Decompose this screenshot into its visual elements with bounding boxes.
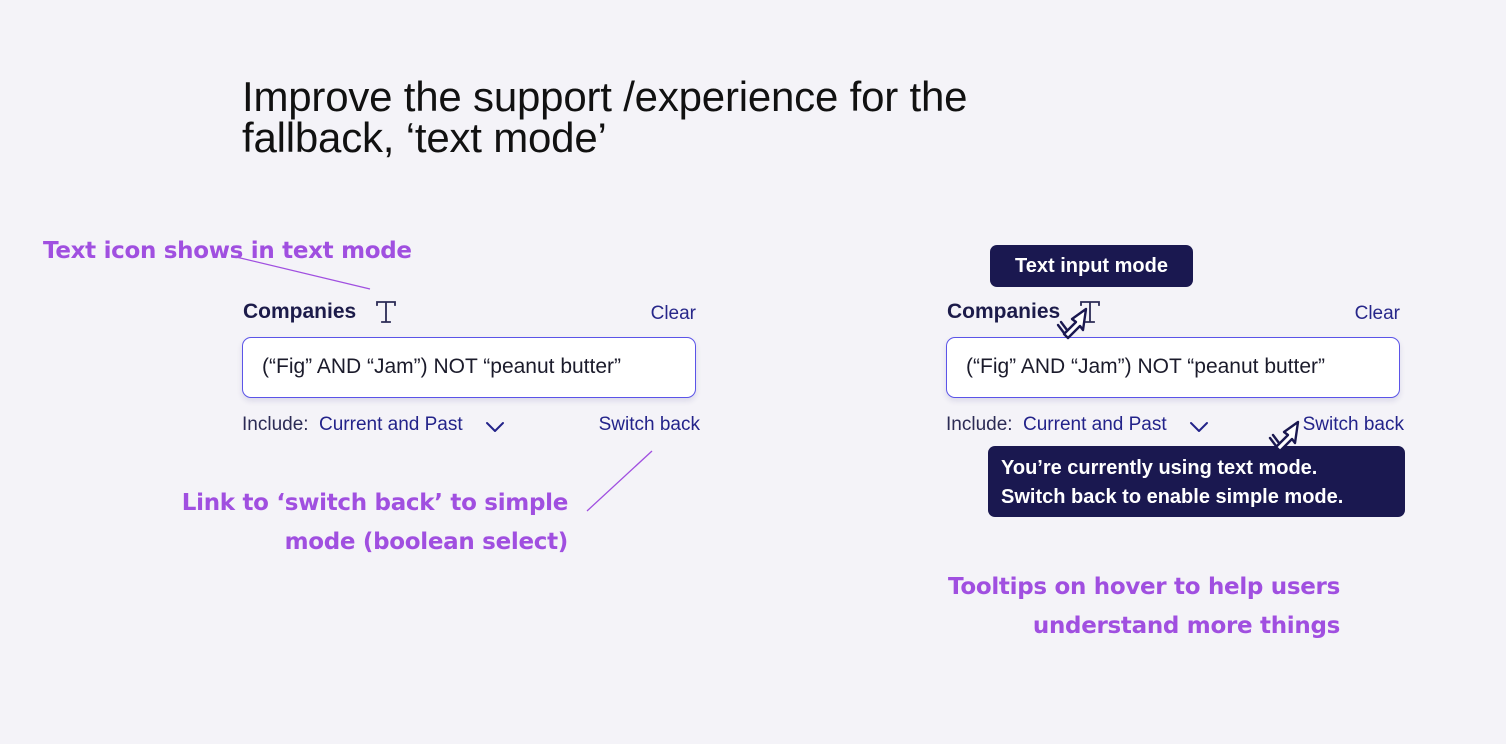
companies-filter-right: Companies Clear (“Fig” AND “Jam”) NOT “p… <box>946 296 1406 435</box>
clear-link[interactable]: Clear <box>1354 303 1400 324</box>
annotation-tooltips: Tooltips on hover to help users understa… <box>900 568 1340 646</box>
include-row: Include: Current and Past Switch back <box>946 414 1406 440</box>
companies-label: Companies <box>243 300 357 323</box>
include-row: Include: Current and Past Switch back <box>242 414 702 440</box>
hand-pointer-cursor-icon <box>1268 420 1300 453</box>
clear-link[interactable]: Clear <box>650 303 696 324</box>
include-dropdown[interactable]: Current and Past <box>1023 414 1167 435</box>
text-mode-icon[interactable] <box>1079 299 1101 325</box>
chevron-down-icon[interactable] <box>1189 420 1209 434</box>
annotation-line-switch-back <box>586 450 653 512</box>
page-title: Improve the support /experience for the … <box>242 73 1142 161</box>
annotation-switch-back-line-1: Link to ‘switch back’ to simple <box>181 490 569 516</box>
annotation-switch-back-line-2: mode (boolean select) <box>284 529 569 555</box>
include-label: Include: <box>242 414 309 435</box>
tooltip-switch-back-line-1: You’re currently using text mode. <box>1001 457 1318 479</box>
page-title-line-2: fallback, ‘text mode’ <box>242 114 607 161</box>
tooltip-text-input-mode: Text input mode <box>990 245 1193 287</box>
annotation-tooltips-line-1: Tooltips on hover to help users <box>948 574 1340 600</box>
include-label: Include: <box>946 414 1013 435</box>
include-dropdown[interactable]: Current and Past <box>319 414 463 435</box>
companies-text-input[interactable]: (“Fig” AND “Jam”) NOT “peanut butter” <box>242 337 696 398</box>
companies-text-input[interactable]: (“Fig” AND “Jam”) NOT “peanut butter” <box>946 337 1400 398</box>
chevron-down-icon[interactable] <box>485 420 505 434</box>
switch-back-link[interactable]: Switch back <box>598 414 700 435</box>
switch-back-link[interactable]: Switch back <box>1302 414 1404 435</box>
field-header: Companies Clear <box>946 296 1406 330</box>
hand-pointer-cursor-icon <box>1056 307 1088 340</box>
annotation-switch-back: Link to ‘switch back’ to simple mode (bo… <box>150 484 569 562</box>
text-mode-icon[interactable] <box>375 299 397 325</box>
tooltip-switch-back: You’re currently using text mode. Switch… <box>988 446 1405 517</box>
companies-filter-left: Companies Clear (“Fig” AND “Jam”) NOT “p… <box>242 296 702 435</box>
annotation-tooltips-line-2: understand more things <box>1032 613 1340 639</box>
tooltip-switch-back-line-2: Switch back to enable simple mode. <box>1001 486 1344 508</box>
companies-label: Companies <box>947 300 1061 323</box>
page-title-line-1: Improve the support /experience for the <box>242 73 968 120</box>
annotation-text-icon: Text icon shows in text mode <box>43 238 412 264</box>
field-header: Companies Clear <box>242 296 702 330</box>
